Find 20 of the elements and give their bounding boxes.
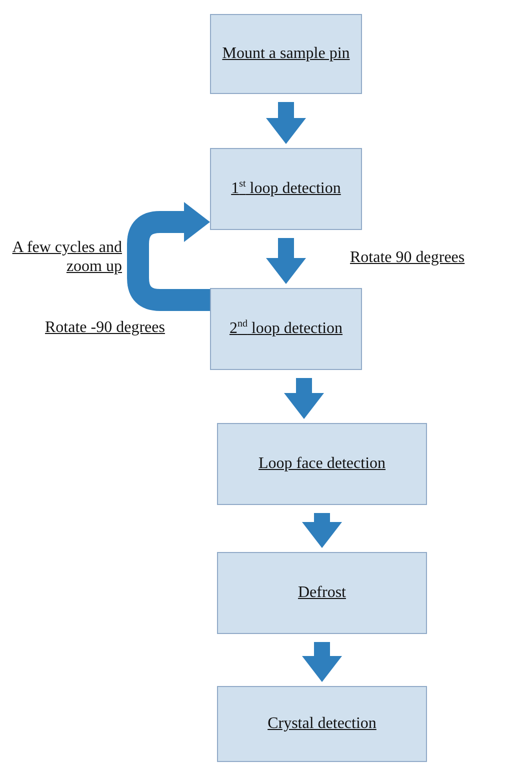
step-label: Loop face detection xyxy=(258,455,386,473)
process-box xyxy=(210,148,362,230)
note-label: A few cycles and zoom up xyxy=(11,238,122,276)
block-arrow xyxy=(302,642,342,682)
process-box xyxy=(217,686,427,762)
block-arrow xyxy=(302,513,342,548)
step-label: Crystal detection xyxy=(268,715,376,733)
process-box xyxy=(217,552,427,634)
step-label: Defrost xyxy=(298,584,346,602)
block-arrow xyxy=(266,102,306,144)
edge-label: Rotate 90 degrees xyxy=(350,248,465,268)
step-label: 1$^{st}$ loop detection xyxy=(231,180,341,198)
process-box xyxy=(217,423,427,505)
block-arrow xyxy=(284,378,324,419)
edge-label: Rotate -90 degrees xyxy=(45,318,165,338)
step-label: 2$^{nd}$ loop detection xyxy=(229,320,343,338)
process-box xyxy=(210,288,362,370)
step-label: Mount a sample pin xyxy=(222,45,350,63)
process-box xyxy=(210,14,362,94)
block-arrow xyxy=(266,238,306,284)
